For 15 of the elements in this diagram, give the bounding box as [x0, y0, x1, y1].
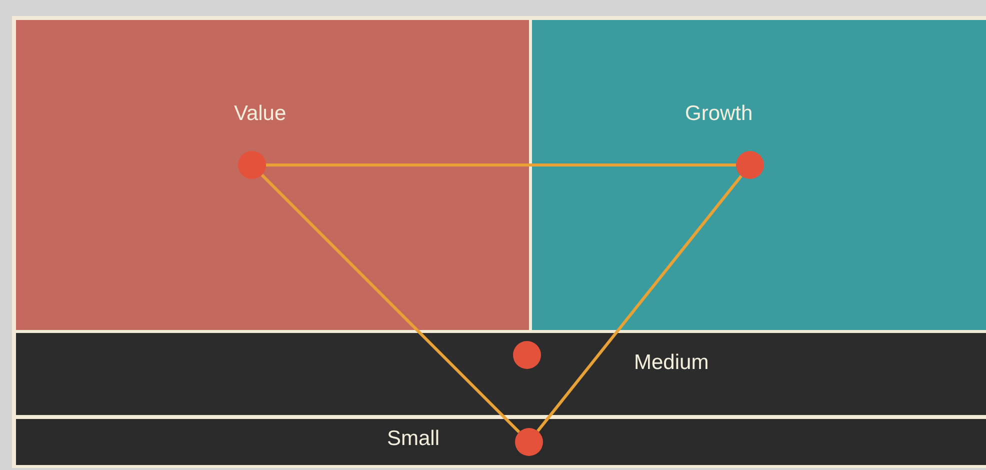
band-label: Value: [234, 102, 286, 126]
band: [16, 20, 529, 330]
connector-line: [260, 174, 520, 434]
band-label: Medium: [634, 351, 709, 375]
connector-line: [266, 164, 736, 166]
band-label: Growth: [685, 102, 753, 126]
band-label: Small: [387, 427, 440, 451]
circle-marker: [736, 151, 764, 179]
circle-marker: [515, 428, 543, 456]
band: [532, 20, 986, 330]
circle-marker: [238, 151, 266, 179]
band: [16, 333, 986, 415]
band: [16, 419, 986, 465]
circle-marker: [513, 341, 541, 369]
connector-line: [536, 175, 742, 432]
